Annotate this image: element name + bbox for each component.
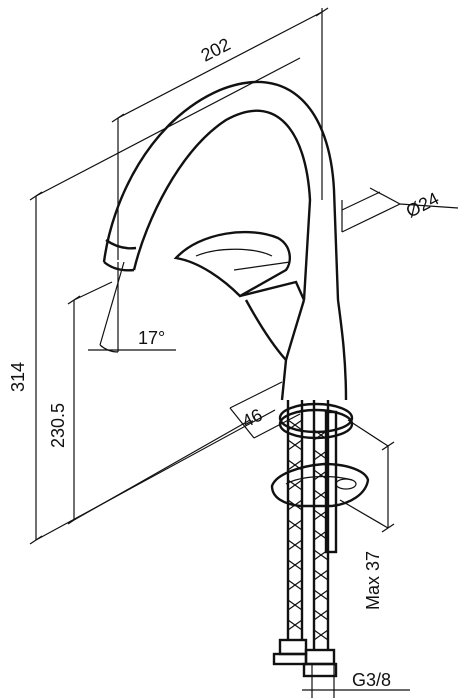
dimension-314-frame [29,57,301,545]
faucet-spout [102,80,340,301]
hose-left [272,400,308,666]
max-37-label: Max 37 [363,551,383,610]
threaded-rod [324,410,338,554]
hose-right [302,400,338,678]
g38-label: G3/8 [352,670,391,690]
g38-dimension [302,665,410,698]
dimension-314-label: 314 [8,362,28,392]
dimension-230-5-label: 230.5 [48,403,68,448]
base-46-dimension [229,381,301,439]
faucet-body [239,280,348,401]
diameter-24-label: Ø24 [403,188,442,221]
dimension-202-frame [111,7,329,260]
mounting-plate [270,462,370,508]
faucet-lever [173,230,291,298]
base-ring [278,402,354,440]
dimension-230-5-frame [67,281,251,525]
diameter-24-leader [341,187,459,233]
angle-17-label: 17° [138,328,165,348]
max-37-dimension [339,419,395,533]
angle-17-construction [88,261,176,353]
